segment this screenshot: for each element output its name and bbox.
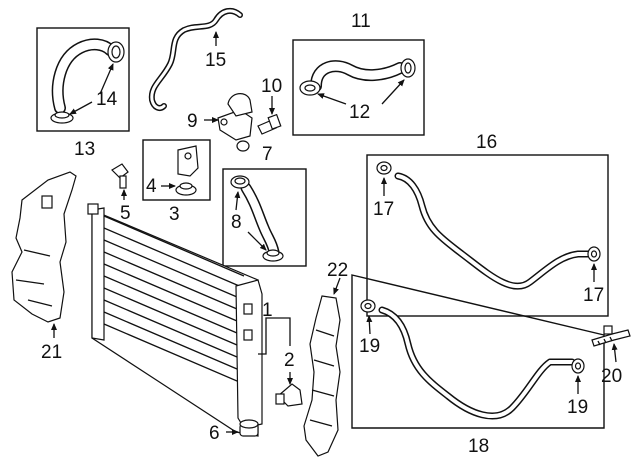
clamp-12-left — [299, 80, 321, 96]
group-box-16 — [366, 154, 609, 317]
bolt-5 — [111, 163, 129, 189]
drain-plug-2 — [275, 383, 303, 407]
hose-15 — [148, 7, 243, 111]
clamp-12-right — [400, 58, 416, 78]
group-box-18 — [351, 274, 605, 429]
callout-16: 16 — [476, 132, 497, 153]
callout-19-right: 19 — [567, 397, 588, 418]
radiator — [87, 203, 263, 437]
bracket-3 — [177, 145, 199, 177]
callout-19-left: 19 — [359, 336, 380, 357]
callout-11: 11 — [351, 11, 371, 32]
clamp-8-top — [230, 175, 250, 189]
callout-1: 1 — [262, 300, 273, 321]
callout-1-leader — [258, 317, 291, 355]
clamp-17-right — [587, 246, 601, 262]
hose-16 — [394, 172, 592, 290]
hose-13 — [51, 38, 116, 114]
callout-20: 20 — [601, 366, 622, 387]
clamp-19-right — [571, 358, 585, 374]
callout-2: 2 — [284, 350, 295, 371]
callout-13: 13 — [74, 139, 95, 160]
mount-6 — [239, 419, 259, 437]
clamp-8-bottom — [262, 249, 284, 262]
callout-5: 5 — [120, 203, 131, 224]
group-box-11 — [292, 39, 425, 136]
callout-22: 22 — [327, 260, 348, 281]
clamp-14-bottom — [50, 111, 74, 124]
callout-21: 21 — [41, 342, 62, 363]
callout-12: 12 — [349, 102, 370, 123]
bolt-10 — [257, 113, 282, 135]
hose-7 — [240, 182, 280, 258]
callout-6: 6 — [209, 423, 220, 444]
clip-20 — [591, 325, 631, 347]
callout-3: 3 — [169, 204, 180, 225]
baffle-22 — [303, 295, 341, 457]
callout-14: 14 — [96, 89, 118, 110]
callout-17-left: 17 — [373, 199, 394, 220]
clamp-14-top — [107, 41, 125, 63]
water-outlet-9 — [217, 93, 253, 152]
callout-15: 15 — [205, 50, 226, 71]
group-box-13 — [36, 27, 130, 132]
clamp-19-left — [360, 299, 376, 313]
callout-17-right: 17 — [583, 285, 604, 306]
clamp-17-left — [376, 161, 392, 175]
deflector-21 — [11, 171, 77, 323]
hose-18 — [378, 306, 576, 420]
callout-9: 9 — [187, 111, 198, 132]
group-box-7 — [222, 168, 307, 267]
hose-11 — [310, 60, 406, 92]
callout-10: 10 — [261, 76, 282, 97]
callout-4: 4 — [146, 176, 157, 197]
callout-8: 8 — [231, 212, 242, 233]
group-box-3 — [142, 139, 211, 201]
callout-7: 7 — [262, 144, 273, 165]
insulator-4 — [175, 182, 197, 196]
callout-18: 18 — [468, 436, 489, 457]
